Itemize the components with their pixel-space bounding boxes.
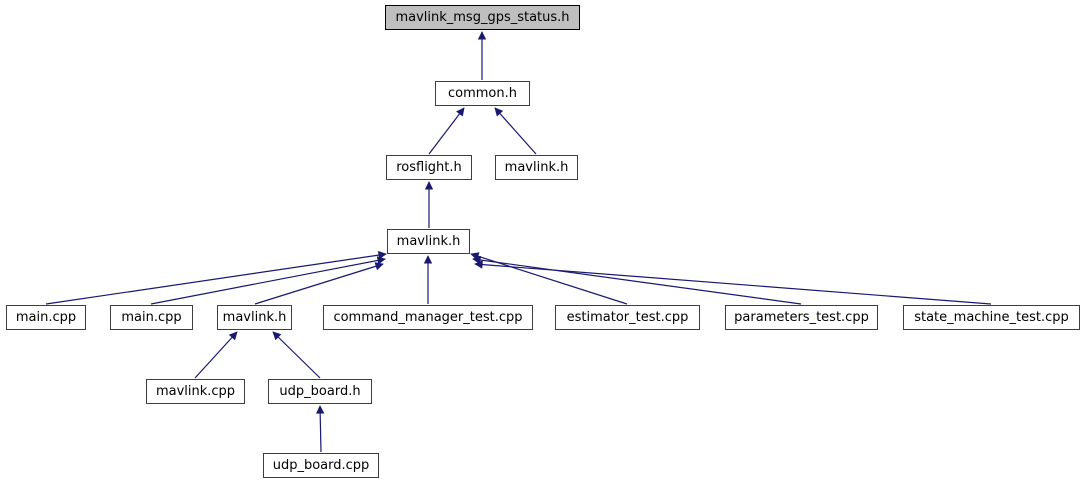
edge-mavlink_h_row3-to-common_h (494, 107, 537, 155)
edge-estimator_test_cpp-to-mavlink_h_row4 (470, 252, 628, 305)
edge-udp_board_cpp-to-udp_board_h (315, 405, 325, 453)
graph-node-udp_board_cpp[interactable]: udp_board.cpp (263, 453, 379, 478)
graph-node-parameters_test_cpp[interactable]: parameters_test.cpp (725, 305, 878, 330)
edge-main_cpp_2-to-mavlink_h_row4 (150, 256, 386, 305)
edge-rosflight_h-to-common_h (428, 107, 465, 155)
graph-node-state_machine_test_cpp[interactable]: state_machine_test.cpp (903, 305, 1080, 330)
graph-node-common_h[interactable]: common.h (435, 81, 530, 106)
graph-node-mavlink_h_row3[interactable]: mavlink.h (495, 155, 578, 180)
graph-node-main_cpp_1[interactable]: main.cpp (6, 305, 86, 330)
edge-udp_board_h-to-mavlink_h_row5 (272, 331, 321, 379)
graph-node-rosflight_h[interactable]: rosflight.h (386, 155, 472, 180)
graph-node-mavlink_h_row4[interactable]: mavlink.h (387, 229, 470, 254)
edge-main_cpp_1-to-mavlink_h_row4 (45, 250, 387, 305)
edge-state_machine_test_cpp-to-mavlink_h_row4 (474, 260, 992, 305)
edge-parameters_test_cpp-to-mavlink_h_row4 (472, 255, 802, 305)
edge-mavlink_cpp-to-mavlink_h_row5 (194, 331, 238, 379)
graph-node-mavlink_msg_gps_status_h[interactable]: mavlink_msg_gps_status.h (385, 5, 580, 30)
graph-node-mavlink_cpp[interactable]: mavlink.cpp (146, 379, 245, 404)
edge-mavlink_h_row5-to-mavlink_h_row4 (254, 262, 384, 305)
graph-node-udp_board_h[interactable]: udp_board.h (268, 379, 372, 404)
graph-node-mavlink_h_row5[interactable]: mavlink.h (217, 305, 292, 330)
graph-node-main_cpp_2[interactable]: main.cpp (110, 305, 193, 330)
graph-node-estimator_test_cpp[interactable]: estimator_test.cpp (555, 305, 700, 330)
graph-node-command_manager_test_cpp[interactable]: command_manager_test.cpp (323, 305, 533, 330)
